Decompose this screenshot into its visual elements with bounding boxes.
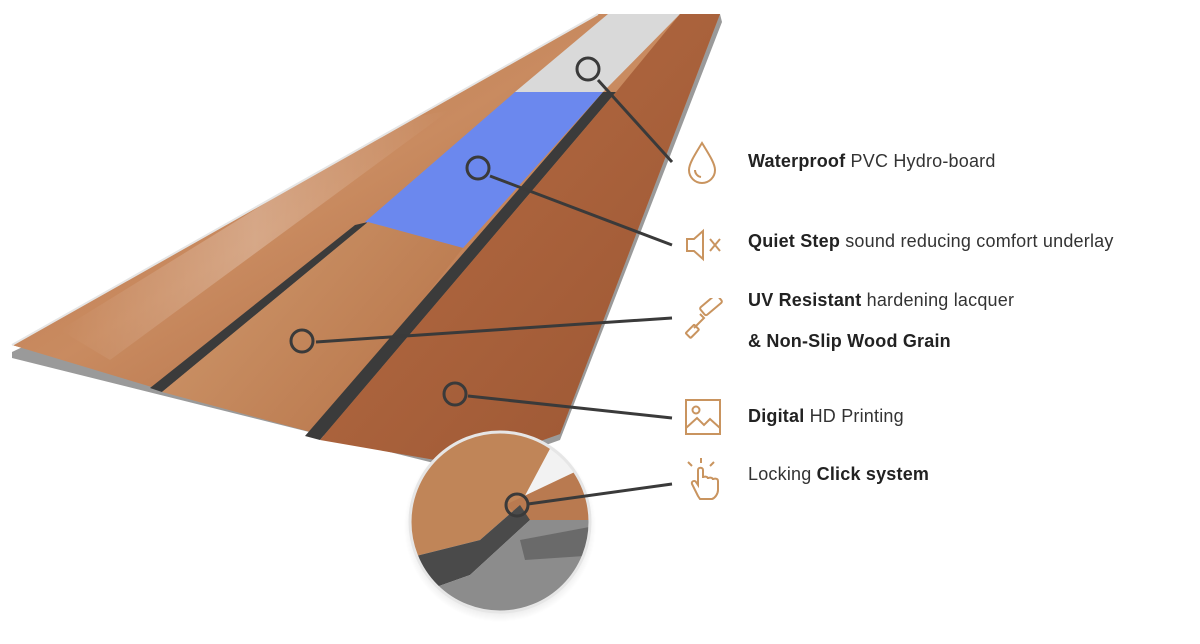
callout-marker: [575, 56, 601, 82]
feature-quiet-step: Quiet Step sound reducing comfort underl…: [748, 231, 1114, 252]
feature-bold: Quiet Step: [748, 231, 841, 251]
feature-click-system: Locking Click system: [748, 464, 929, 485]
callout-marker: [442, 381, 468, 407]
plank-gap: [150, 222, 368, 392]
plank-left-shine: [60, 110, 450, 360]
paint-roller-icon: [685, 298, 723, 339]
callout-marker: [504, 492, 530, 518]
tap-hand-icon: [687, 458, 719, 500]
callout-marker: [289, 328, 315, 354]
feature-waterproof: Waterproof PVC Hydro-board: [748, 151, 996, 172]
feature-bold: Click system: [816, 464, 930, 484]
feature-text: PVC Hydro-board: [845, 151, 996, 171]
plank-gap: [305, 92, 616, 440]
image-icon: [685, 399, 721, 435]
feature-bold: Waterproof: [748, 151, 846, 171]
plank-right: [320, 14, 720, 466]
feature-text: hardening lacquer: [861, 290, 1015, 310]
feature-text: sound reducing comfort underlay: [840, 231, 1114, 251]
water-drop-icon: [687, 141, 717, 184]
feature-text: HD Printing: [804, 406, 904, 426]
feature-digital-printing: Digital HD Printing: [748, 406, 904, 427]
leader-lines: [315, 78, 674, 506]
feature-bold: Digital: [748, 406, 805, 426]
callout-marker: [465, 155, 491, 181]
plank-middle: [162, 222, 463, 434]
feature-bold: & Non-Slip Wood Grain: [748, 331, 951, 351]
feature-bold: UV Resistant: [748, 290, 862, 310]
feature-uv-resistant: UV Resistant hardening lacquer: [748, 290, 1014, 311]
core-layer: [515, 14, 680, 92]
feature-text: Locking: [748, 464, 817, 484]
underlay-layer: [365, 92, 603, 248]
muted-speaker-icon: [686, 228, 721, 262]
feature-non-slip: & Non-Slip Wood Grain: [748, 331, 951, 352]
